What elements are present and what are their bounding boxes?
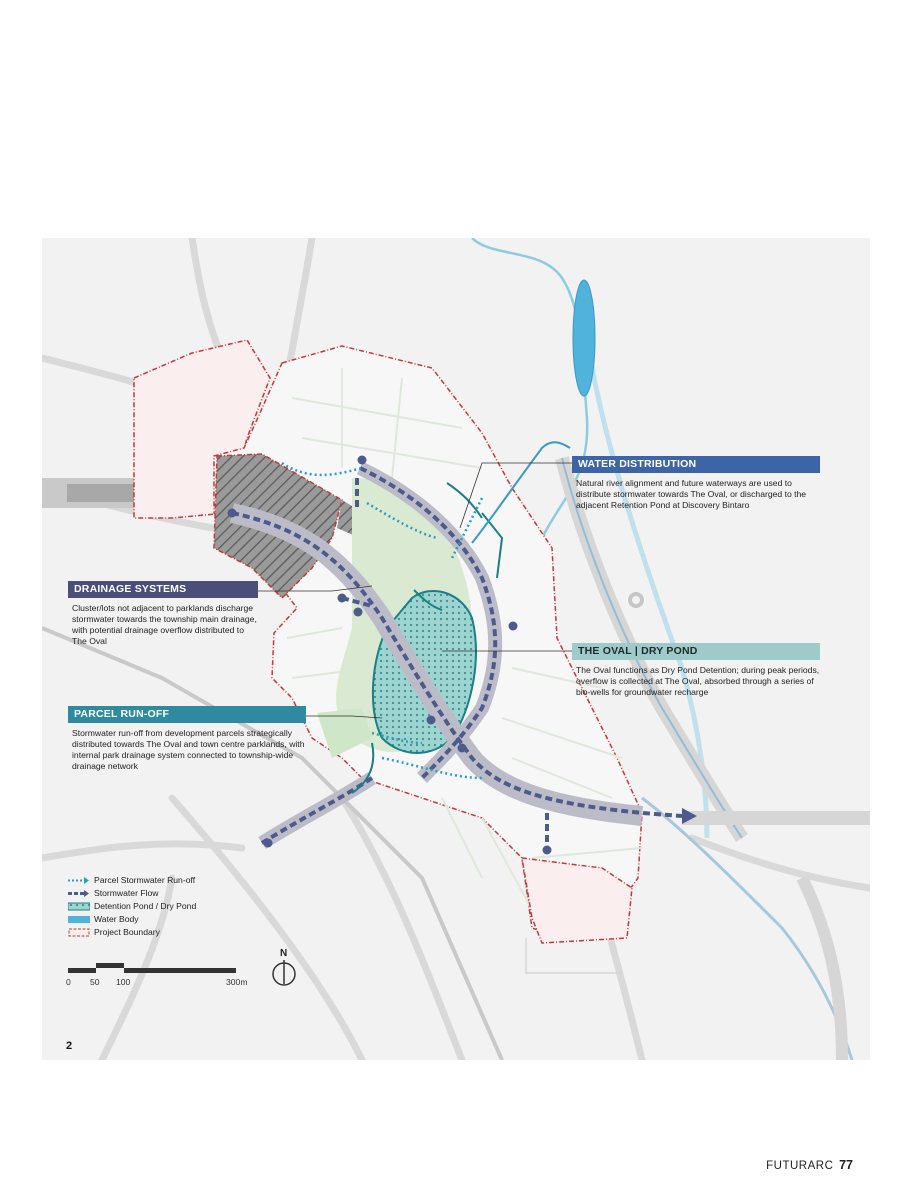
map-graphic — [42, 238, 870, 1060]
flow-arrowhead-east — [682, 808, 697, 824]
legend-label: Project Boundary — [94, 927, 160, 937]
callout-drainage-systems: DRAINAGE SYSTEMS Cluster/lots not adjace… — [68, 581, 258, 647]
eastern-river — [471, 238, 870, 1060]
callout-oval-text: The Oval functions as Dry Pond Detention… — [576, 665, 820, 697]
legend-label: Stormwater Flow — [94, 888, 159, 898]
callout-parcel-runoff: PARCEL RUN-OFF Stormwater run-off from d… — [68, 706, 306, 772]
callout-parcel-text: Stormwater run-off from development parc… — [72, 728, 305, 771]
callout-water-title: WATER DISTRIBUTION — [572, 456, 820, 473]
oval-edge — [413, 589, 443, 611]
callout-water-text: Natural river alignment and future water… — [576, 478, 807, 510]
southeast-edge — [525, 938, 622, 974]
legend-label: Water Body — [94, 914, 139, 924]
callout-drainage-text: Cluster/lots not adjacent to parklands d… — [72, 603, 257, 646]
navy-dashed-arrow-icon — [68, 890, 89, 897]
compass-icon — [272, 960, 296, 986]
footer: FUTURARC 77 — [766, 1158, 853, 1172]
legend-item-water-body: Water Body — [68, 913, 196, 926]
legend-item-stormwater-flow: Stormwater Flow — [68, 887, 196, 900]
scale-label-100: 100 — [116, 977, 131, 987]
parcel-grid — [286, 368, 643, 929]
teal-dotted-arrow-icon — [68, 877, 89, 884]
callout-oval-title: THE OVAL | DRY POND — [572, 643, 820, 660]
north-arrow: N — [271, 948, 297, 988]
red-dashed-outline-icon — [68, 928, 90, 937]
map-legend: Parcel Stormwater Run-off Stormwater Flo… — [68, 874, 196, 939]
legend-label: Parcel Stormwater Run-off — [94, 875, 196, 885]
legend-item-project-boundary: Project Boundary — [68, 926, 196, 939]
scale-label-300m: 300m — [226, 977, 248, 987]
legend-label: Detention Pond / Dry Pond — [94, 901, 197, 911]
water-body-lake — [572, 279, 596, 397]
project-boundary-southeast — [521, 857, 633, 944]
north-label: N — [280, 948, 288, 959]
teal-dotted-fill-icon — [68, 902, 90, 911]
callout-water-distribution: WATER DISTRIBUTION Natural river alignme… — [572, 456, 820, 511]
roundabout — [628, 592, 644, 608]
scale-bar-graphic — [68, 963, 236, 973]
scale-label-0: 0 — [66, 977, 71, 987]
leader-lines — [256, 462, 572, 719]
waterway-northeast — [471, 441, 571, 544]
legend-item-detention-pond: Detention Pond / Dry Pond — [68, 900, 196, 913]
footer-brand: FUTURARC — [766, 1160, 834, 1172]
railway — [42, 626, 504, 1060]
flow-nodes — [227, 455, 552, 855]
parcel-runoff — [281, 461, 484, 780]
legend-item-parcel-runoff: Parcel Stormwater Run-off — [68, 874, 196, 887]
callout-parcel-title: PARCEL RUN-OFF — [68, 706, 306, 723]
blue-fill-icon — [68, 916, 90, 923]
page-number: 2 — [66, 1040, 73, 1052]
scale-bar: 0 50 100 300m — [66, 962, 248, 992]
callout-the-oval: THE OVAL | DRY POND The Oval functions a… — [572, 643, 820, 698]
footer-page: 77 — [839, 1158, 853, 1172]
park-corner — [317, 708, 372, 758]
scale-label-50: 50 — [90, 977, 100, 987]
callout-drainage-title: DRAINAGE SYSTEMS — [68, 581, 258, 598]
